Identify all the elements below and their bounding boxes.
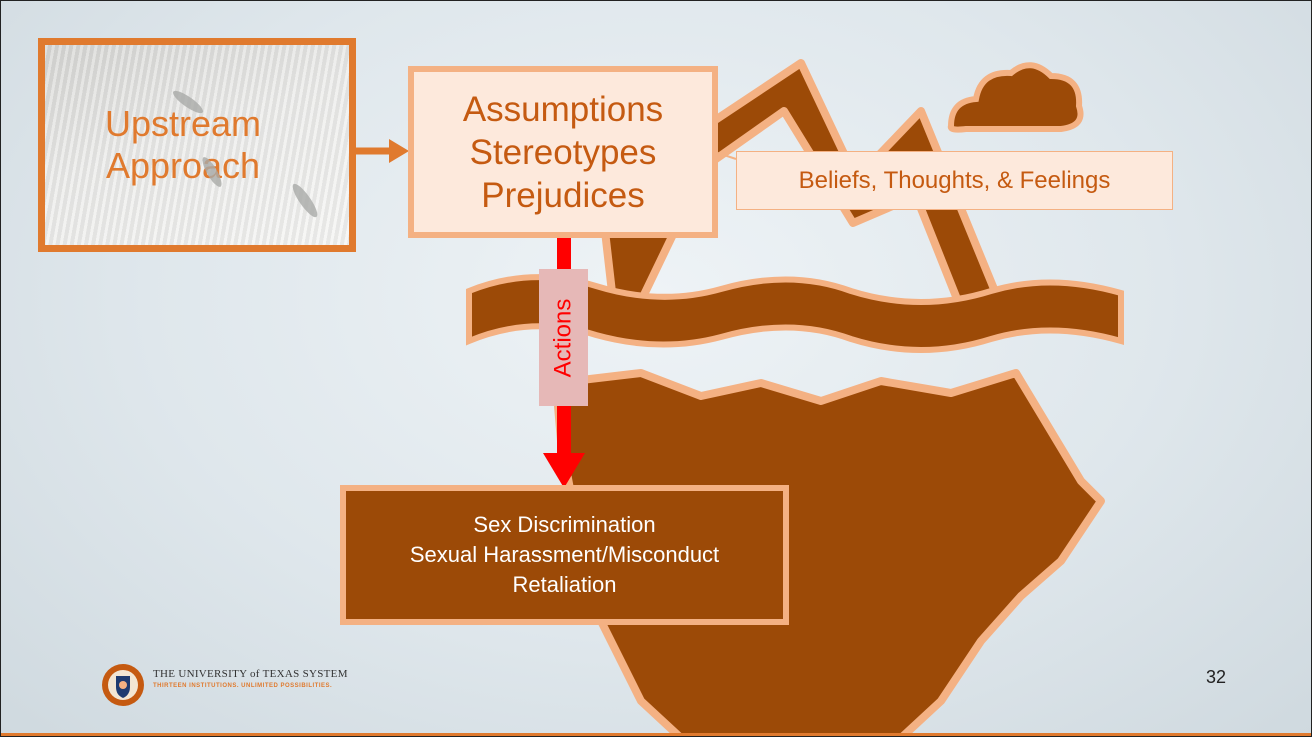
upstream-line-1: Upstream (105, 103, 262, 144)
outcome-line-1: Sex Discrimination (473, 512, 656, 537)
bottom-accent-rule (1, 733, 1311, 736)
upstream-approach-label: Upstream Approach (105, 103, 261, 187)
actions-label-box: Actions (539, 269, 588, 406)
salmon-fish-image (289, 180, 321, 221)
assumptions-line-1: Assumptions (462, 89, 664, 129)
university-tagline: THIRTEEN INSTITUTIONS. UNLIMITED POSSIBI… (153, 683, 333, 689)
outcome-line-2: Sexual Harassment/Misconduct (409, 542, 720, 567)
iceberg-body (552, 369, 1105, 736)
assumptions-box: Assumptions Stereotypes Prejudices (408, 66, 718, 238)
outcomes-text: Sex Discrimination Sexual Harassment/Mis… (410, 510, 719, 600)
upstream-line-2: Approach (105, 145, 261, 186)
outcomes-box: Sex Discrimination Sexual Harassment/Mis… (340, 485, 789, 625)
actions-arrowhead (543, 453, 585, 488)
university-seal-logo (102, 664, 144, 706)
page-number: 32 (1206, 667, 1227, 687)
upstream-approach-box: Upstream Approach (38, 38, 356, 252)
assumptions-text: Assumptions Stereotypes Prejudices (463, 88, 663, 217)
cloud-shape (947, 62, 1084, 133)
footer-branding: THE UNIVERSITY of TEXAS SYSTEM THIRTEEN … (153, 668, 348, 689)
water-wave (466, 274, 1124, 353)
assumptions-line-2: Stereotypes (469, 132, 657, 172)
beliefs-connector (717, 152, 737, 160)
beliefs-label-box: Beliefs, Thoughts, & Feelings (736, 151, 1173, 210)
university-name: THE UNIVERSITY of TEXAS SYSTEM (153, 668, 348, 680)
outcome-line-3: Retaliation (512, 572, 617, 597)
actions-label: Actions (549, 298, 577, 377)
upstream-arrowhead (389, 139, 409, 163)
assumptions-line-3: Prejudices (481, 175, 645, 215)
